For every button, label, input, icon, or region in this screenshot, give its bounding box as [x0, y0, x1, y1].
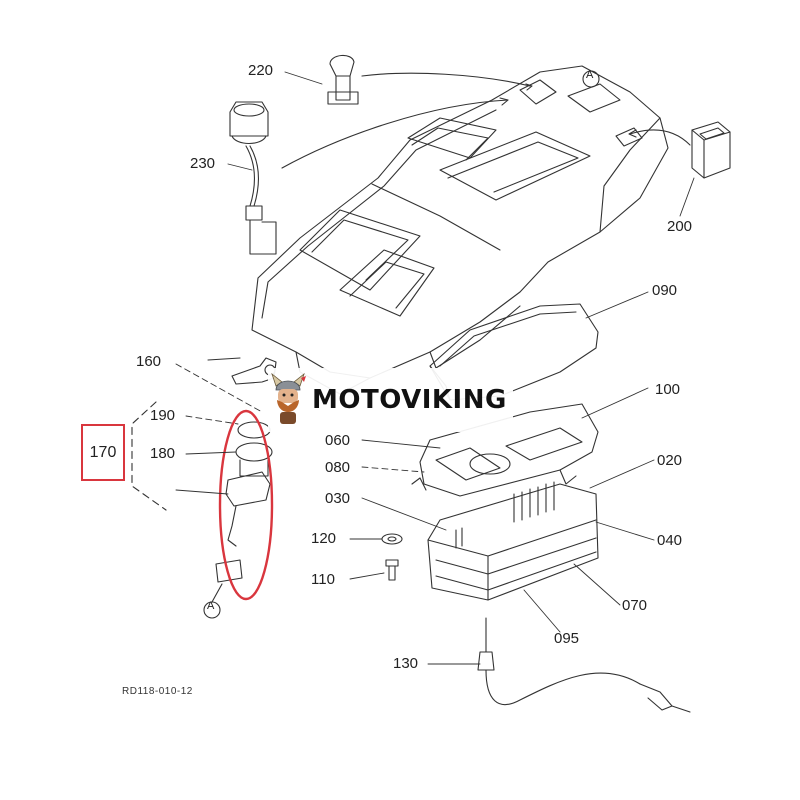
leader-220 [361, 72, 531, 87]
knob-220-part [327, 54, 359, 105]
part-label-110: 110 [311, 571, 335, 588]
screw-110-part [385, 559, 399, 581]
watermark-brand-text: MOTOVIKING [312, 385, 507, 415]
part-label-030: 030 [325, 490, 351, 507]
highlight-ellipse [218, 409, 274, 601]
console-housing [251, 65, 669, 395]
marker-a-bottom-label: A [207, 600, 215, 612]
highlighted-part-label-170: 170 [81, 424, 125, 481]
leader-230 [281, 99, 509, 169]
part-label-070: 070 [622, 597, 648, 614]
part-label-090: 090 [652, 282, 678, 299]
part-label-180: 180 [150, 445, 176, 462]
part-label-160: 160 [136, 353, 162, 370]
switch-230-part [229, 101, 277, 255]
leader-200 [629, 129, 691, 146]
washer-120-part [381, 533, 403, 545]
box-040-part [427, 481, 599, 601]
key-160-part [207, 357, 277, 385]
part-label-220: 220 [248, 62, 274, 79]
watermark-logo: MOTOVIKING [268, 368, 513, 432]
marker-a-top [582, 70, 600, 88]
group-bracket-170 [131, 401, 167, 511]
part-label-080: 080 [325, 459, 351, 476]
part-label-020: 020 [657, 452, 683, 469]
cable-130-part [477, 617, 691, 713]
part-label-100: 100 [655, 381, 681, 398]
switch-200-part [691, 121, 731, 179]
viking-mascot-icon [271, 372, 306, 424]
part-label-040: 040 [657, 532, 683, 549]
part-label-190: 190 [150, 407, 176, 424]
part-label-120: 120 [311, 530, 337, 547]
part-label-095: 095 [554, 630, 580, 647]
leader-lines [175, 71, 695, 665]
part-label-230: 230 [190, 155, 216, 172]
drawing-code: RD118-010-12 [122, 686, 193, 697]
part-label-200: 200 [667, 218, 693, 235]
marker-a-top-label: A [586, 69, 594, 81]
part-label-060: 060 [325, 432, 351, 449]
part-label-130: 130 [393, 655, 419, 672]
